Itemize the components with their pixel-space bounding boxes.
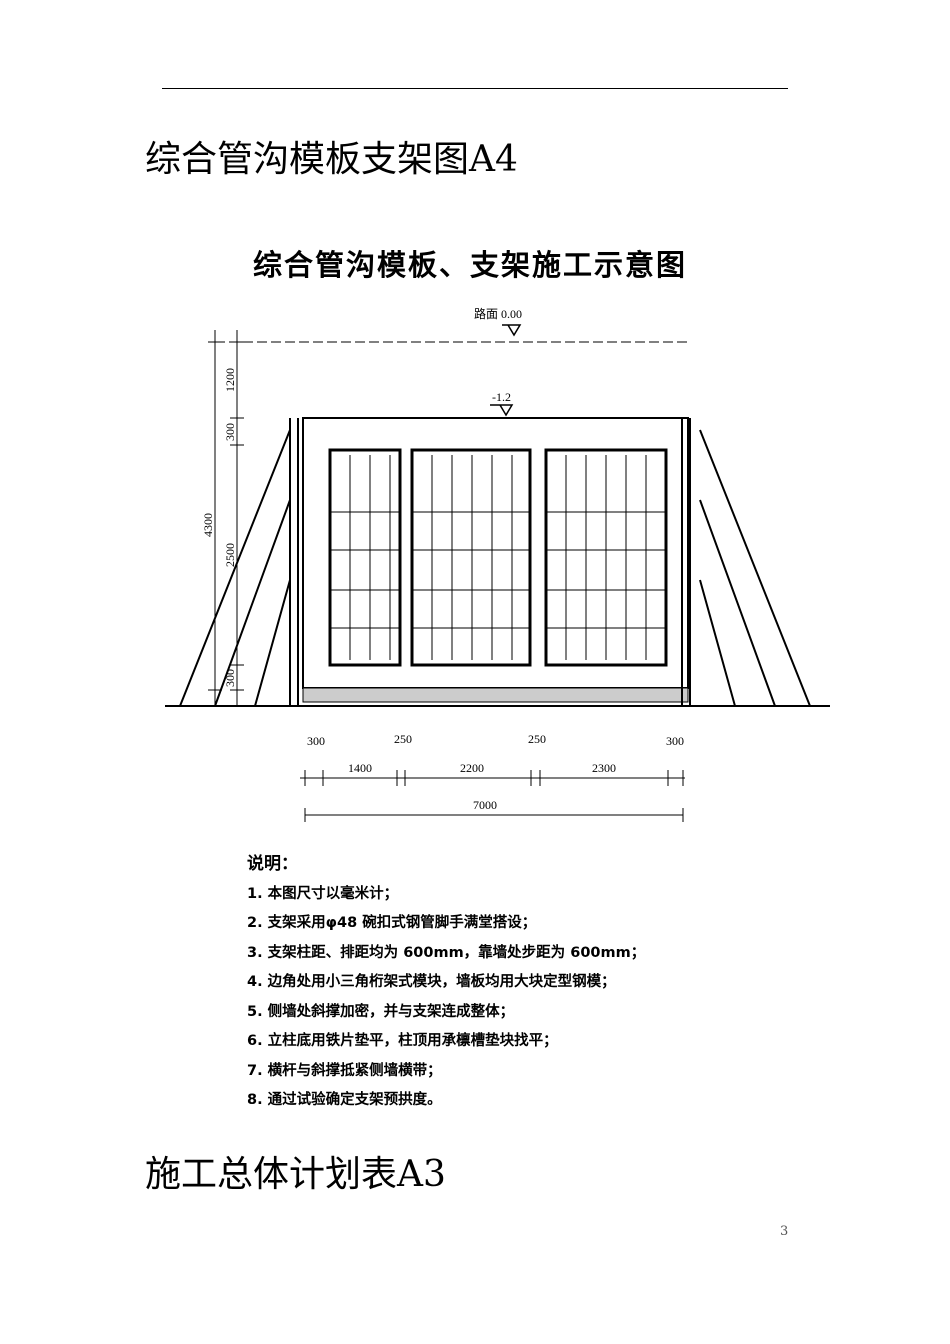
- dim-total-height: 4300: [201, 513, 215, 537]
- note-item: 8. 通过试验确定支架预拱度。: [247, 1092, 442, 1108]
- scaffold-grid: [330, 455, 666, 660]
- cushion-layer: [302, 687, 689, 703]
- diagram-title: 综合管沟模板、支架施工示意图: [252, 248, 687, 282]
- dim-mid-wall2: 250: [528, 732, 546, 746]
- top-level-marker: [490, 404, 514, 417]
- dim-cell1: 1400: [348, 761, 372, 775]
- note-item: 4. 边角处用小三角桁架式模块，墙板均用大块定型钢模；: [247, 974, 616, 990]
- dimension-lines: [208, 330, 685, 822]
- dim-cell3: 2300: [592, 761, 616, 775]
- side-braces: [179, 418, 811, 707]
- cell-middle: [410, 448, 532, 667]
- notes: 说明： 1. 本图尺寸以毫米计； 2. 支架采用φ48 碗扣式钢管脚手满堂搭设；…: [247, 850, 645, 1116]
- top-level-label: -1.2: [492, 390, 511, 404]
- cell-left: [328, 448, 402, 667]
- note-item: 7. 横杆与斜撑抵紧侧墙横带；: [247, 1062, 442, 1079]
- note-item: 2. 支架采用φ48 碗扣式钢管脚手满堂搭设；: [247, 915, 537, 931]
- dim-cell2: 2200: [460, 761, 484, 775]
- dim-mid-wall1: 250: [394, 732, 412, 746]
- note-item: 1. 本图尺寸以毫米计；: [247, 885, 399, 902]
- dim-cover: 1200: [223, 368, 237, 392]
- dim-top-slab: 300: [223, 423, 237, 441]
- dim-wall-right: 300: [666, 734, 684, 748]
- dim-total-width: 7000: [473, 798, 497, 812]
- dim-bottom-slab: 300: [223, 669, 237, 687]
- note-item: 5. 侧墙处斜撑加密，并与支架连成整体；: [247, 1003, 515, 1020]
- note-item: 6. 立柱底用铁片垫平，柱顶用承檩槽垫块找平；: [247, 1033, 558, 1049]
- dim-wall-left: 300: [307, 734, 325, 748]
- section-heading-a4: 综合管沟模板支架图A4: [145, 139, 518, 180]
- dim-wall: 2500: [223, 543, 237, 567]
- page-number: 3: [780, 1224, 789, 1239]
- road-level-marker: [502, 324, 522, 337]
- box-culvert: [302, 417, 689, 689]
- header-rule: [162, 88, 788, 89]
- section-heading-a3: 施工总体计划表A3: [145, 1154, 446, 1195]
- cell-right: [544, 448, 668, 667]
- note-item: 3. 支架柱距、排距均为 600mm，靠墙处步距为 600mm；: [247, 944, 646, 961]
- notes-title: 说明：: [247, 854, 298, 874]
- road-level-label: 路面 0.00: [474, 306, 522, 321]
